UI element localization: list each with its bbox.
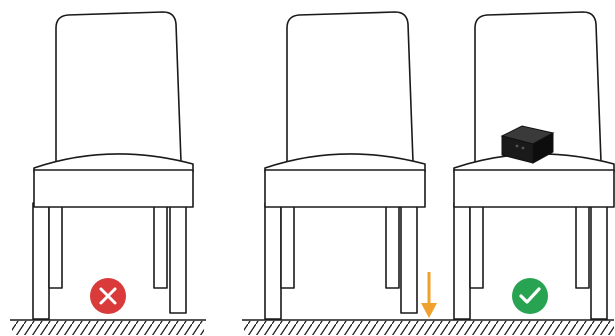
left-floor xyxy=(10,319,206,335)
left-chair-leg-front-right xyxy=(169,202,187,314)
black-box-device xyxy=(500,125,555,164)
left-chair-backrest xyxy=(55,11,182,163)
middle-chair-leg-back-right xyxy=(385,202,400,289)
middle-chair-leg-front-left xyxy=(264,202,282,320)
middle-chair-leg-back-left xyxy=(280,202,295,289)
down-arrow-icon xyxy=(421,272,437,318)
middle-chair-backrest xyxy=(286,11,414,163)
right-chair-backrest xyxy=(474,11,602,163)
left-chair xyxy=(32,11,194,320)
right-chair-seat-skirt xyxy=(453,169,615,208)
middle-chair xyxy=(264,11,426,320)
left-chair-seat-skirt xyxy=(33,169,194,208)
middle-chair-leg-front-right xyxy=(400,202,418,314)
left-chair-leg-back-left xyxy=(48,202,63,289)
right-chair-leg-back-right xyxy=(575,202,590,289)
right-chair-leg-back-left xyxy=(469,202,484,289)
right-chair-leg-front-left xyxy=(453,202,471,320)
check-circle-icon xyxy=(512,278,548,314)
right-chair-leg-front-right xyxy=(590,202,608,320)
right-chair xyxy=(453,11,615,320)
right-floor xyxy=(242,319,614,335)
middle-chair-seat-skirt xyxy=(264,169,426,208)
cross-circle-icon xyxy=(90,278,126,314)
left-chair-leg-front-left xyxy=(32,202,50,320)
middle-chair-seat-cushion xyxy=(264,153,426,173)
left-chair-seat-cushion xyxy=(33,153,194,173)
left-chair-leg-back-right xyxy=(153,202,168,289)
